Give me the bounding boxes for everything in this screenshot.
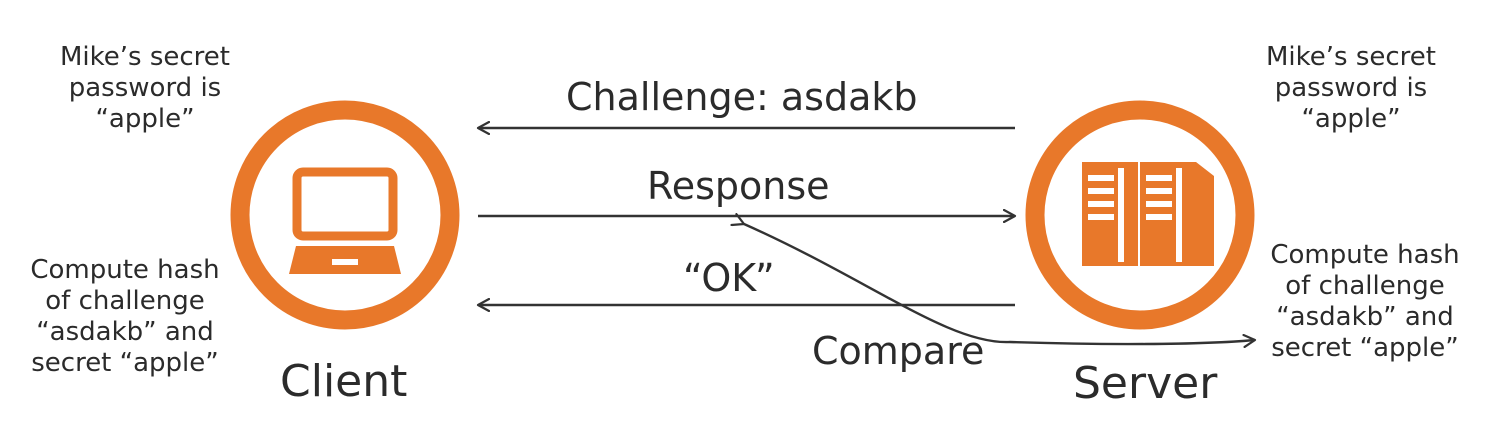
ok-label: “OK” bbox=[683, 256, 775, 300]
challenge-label: Challenge: asdakb bbox=[566, 75, 918, 119]
server-secret-note: Mike’s secret password is “apple” bbox=[1216, 42, 1486, 135]
note-line: secret “apple” bbox=[31, 348, 219, 378]
client-secret-note: Mike’s secret password is “apple” bbox=[10, 42, 280, 135]
client-compute-note: Compute hash of challenge “asdakb” and s… bbox=[0, 255, 250, 379]
note-line: Compute hash bbox=[30, 255, 220, 285]
note-line: password is bbox=[68, 73, 222, 103]
note-line: of challenge bbox=[45, 286, 205, 316]
laptop-icon bbox=[289, 167, 401, 274]
server-rack-icon bbox=[1082, 162, 1214, 266]
server-node bbox=[1025, 100, 1255, 330]
server-compute-note: Compute hash of challenge “asdakb” and s… bbox=[1240, 240, 1490, 364]
server-label: Server bbox=[1073, 358, 1218, 409]
note-line: “asdakb” and bbox=[1276, 302, 1454, 332]
note-line: of challenge bbox=[1285, 271, 1445, 301]
client-label: Client bbox=[280, 356, 408, 407]
client-circle bbox=[230, 100, 460, 330]
note-line: “apple” bbox=[95, 104, 195, 134]
note-line: “asdakb” and bbox=[36, 317, 214, 347]
note-line: password is bbox=[1274, 73, 1428, 103]
note-line: Mike’s secret bbox=[59, 42, 230, 72]
note-line: secret “apple” bbox=[1271, 333, 1459, 363]
compare-label: Compare bbox=[812, 329, 985, 373]
response-label: Response bbox=[647, 164, 830, 208]
note-line: Mike’s secret bbox=[1265, 42, 1436, 72]
client-node bbox=[230, 100, 460, 330]
note-line: Compute hash bbox=[1270, 240, 1460, 270]
compare-arrow bbox=[744, 224, 1255, 344]
note-line: “apple” bbox=[1301, 104, 1401, 134]
